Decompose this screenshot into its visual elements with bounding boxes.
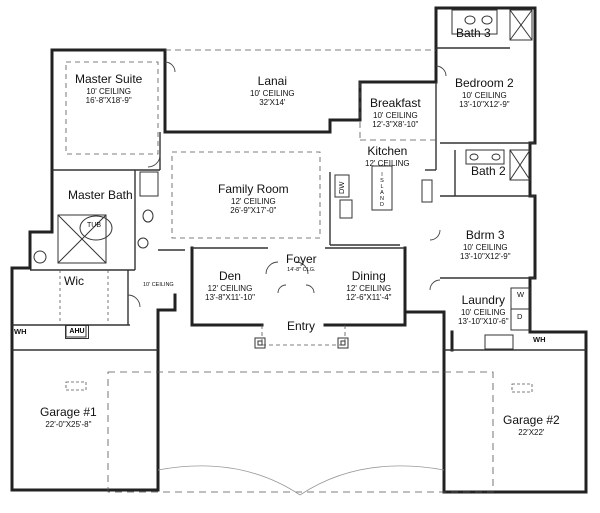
room-name: Master Suite xyxy=(75,72,143,86)
room-ceiling: 12' CEILING xyxy=(231,196,276,206)
room-ceiling: 10' CEILING xyxy=(460,307,506,317)
room-size: 32'X14' xyxy=(259,97,286,107)
room-bdrm3: Bdrm 3 10' CEILING 13'-10"X12'-9" xyxy=(460,228,511,261)
room-kitchen: Kitchen 12' CEILING xyxy=(365,144,410,168)
room-ceiling: 14'-8" CLG. xyxy=(287,266,316,273)
room-bedroom2: Bedroom 2 10' CEILING 13'-10"X12'-9" xyxy=(455,76,514,109)
room-name: Bdrm 3 xyxy=(465,228,505,242)
room-name: Breakfast xyxy=(370,96,421,110)
room-entry: Entry xyxy=(287,319,316,334)
room-name: Laundry xyxy=(461,293,505,307)
room-name: Bath 3 xyxy=(456,26,491,40)
room-size: 13'-10"X12'-9" xyxy=(459,99,510,109)
island-letter: L xyxy=(380,184,384,190)
room-bath3: Bath 3 xyxy=(456,26,491,41)
island-letter: D xyxy=(380,202,384,208)
room-size: 12'-6"X11'-4" xyxy=(346,292,392,302)
room-ceiling: 12' CEILING xyxy=(346,283,392,293)
room-garage1: Garage #1 22'-0"X25'-8" xyxy=(40,405,97,429)
ahu-label: AHU xyxy=(65,325,89,339)
room-laundry: Laundry 10' CEILING 13'-10"X10'-6" xyxy=(458,293,509,326)
room-ceiling: 12' CEILING xyxy=(365,158,410,168)
room-ceiling: 10' CEILING xyxy=(373,110,418,120)
room-size: 12'-3"X8'-10" xyxy=(372,119,419,129)
room-name: Entry xyxy=(287,319,316,333)
room-size: 16'-8"X18'-9" xyxy=(85,95,132,105)
room-name: Foyer xyxy=(286,252,317,266)
hall-ceiling-label: 10' CEILING xyxy=(143,282,174,288)
water-heater-right: WH xyxy=(533,335,546,344)
room-lanai: Lanai 10' CEILING 32'X14' xyxy=(250,74,295,107)
room-name: Kitchen xyxy=(367,144,408,158)
room-dining: Dining 12' CEILING 12'-6"X11'-4" xyxy=(346,269,392,302)
room-size: 13'-10"X10'-6" xyxy=(458,316,509,326)
room-size: 22'-0"X25'-8" xyxy=(45,419,92,429)
island-letter: S xyxy=(380,178,384,184)
island-letter: A xyxy=(380,190,384,196)
room-name: Bedroom 2 xyxy=(455,76,514,90)
room-name: Den xyxy=(218,269,241,283)
room-size: 26'-9"X17'-0" xyxy=(230,205,277,215)
room-ceiling: 10' CEILING xyxy=(250,88,295,98)
room-breakfast: Breakfast 10' CEILING 12'-3"X8'-10" xyxy=(370,96,421,129)
interior-walls xyxy=(12,47,586,351)
room-size: 13'-8"X11'-10" xyxy=(205,292,255,302)
room-garage2: Garage #2 22'X22' xyxy=(503,413,560,437)
room-ceiling: 10' CEILING xyxy=(86,86,131,96)
room-family-room: Family Room 12' CEILING 26'-9"X17'-0" xyxy=(218,182,289,215)
island-letter: N xyxy=(380,196,384,202)
room-name: Garage #1 xyxy=(40,405,97,419)
island-letter: I xyxy=(381,172,383,178)
island-label: I S L A N D xyxy=(378,172,386,208)
dishwasher-label: DW xyxy=(337,181,346,195)
room-master-suite: Master Suite 10' CEILING 16'-8"X18'-9" xyxy=(75,72,143,105)
water-heater-left: WH xyxy=(14,327,27,336)
room-size: 13'-10"X12'-9" xyxy=(460,251,511,261)
room-name: Family Room xyxy=(218,182,289,196)
room-wic: Wic xyxy=(64,274,84,289)
room-size: 22'X22' xyxy=(518,427,545,437)
room-foyer: Foyer 14'-8" CLG. xyxy=(286,252,317,273)
room-ceiling: 10' CEILING xyxy=(462,90,507,100)
room-name: Master Bath xyxy=(68,188,133,202)
door-swings xyxy=(127,61,447,308)
room-name: Lanai xyxy=(257,74,288,88)
tub-label: TUB xyxy=(87,222,101,229)
room-bath2: Bath 2 xyxy=(471,164,506,179)
room-ceiling: 12' CEILING xyxy=(207,283,253,293)
washer-label: W xyxy=(517,290,525,299)
garage-door-lines xyxy=(157,465,445,496)
room-master-bath: Master Bath xyxy=(68,188,133,203)
room-name: Dining xyxy=(351,269,386,283)
room-name: Garage #2 xyxy=(503,413,560,427)
fixtures xyxy=(33,9,533,350)
dashed-lines xyxy=(59,49,533,493)
room-name: Bath 2 xyxy=(471,164,506,178)
room-den: Den 12' CEILING 13'-8"X11'-10" xyxy=(205,269,255,302)
room-ceiling: 10' CEILING xyxy=(462,242,508,252)
dryer-label: D xyxy=(517,312,523,321)
room-name: Wic xyxy=(64,274,84,288)
